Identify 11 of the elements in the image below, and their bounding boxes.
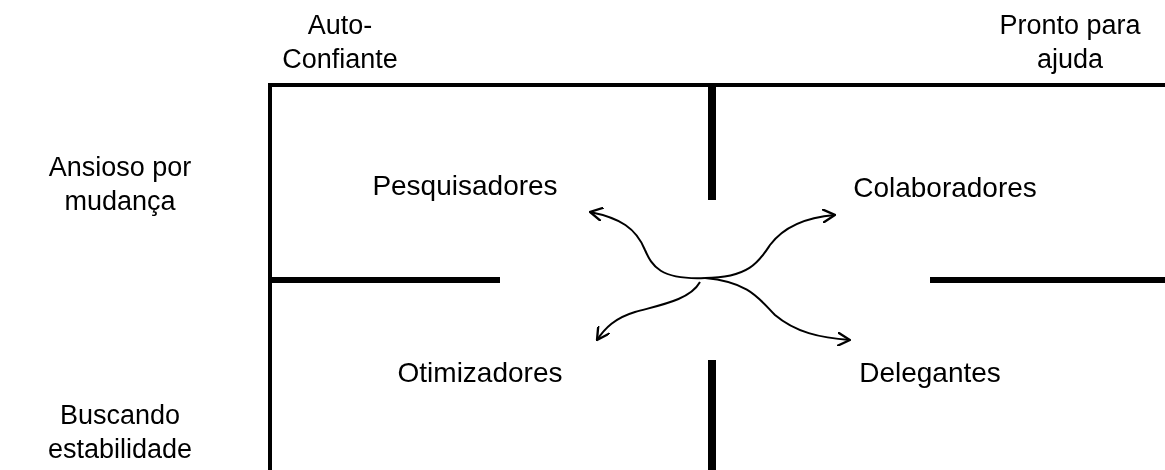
curved-arrow [704,277,852,348]
axis-label: Ansioso por mudança [47,151,193,218]
quadrant-label: Otimizadores [397,356,563,389]
axis-label: Auto- Confiante [281,9,399,76]
axis-label: Pronto para ajuda [998,9,1142,76]
quadrant-label: Colaboradores [853,171,1037,204]
curved-arrow [595,281,701,342]
quadrant-label: Pesquisadores [372,170,558,202]
axis-label: Buscando estabilidade [46,399,194,466]
curved-arrow [588,206,706,280]
quadrant-label: Delegantes [859,356,1001,389]
